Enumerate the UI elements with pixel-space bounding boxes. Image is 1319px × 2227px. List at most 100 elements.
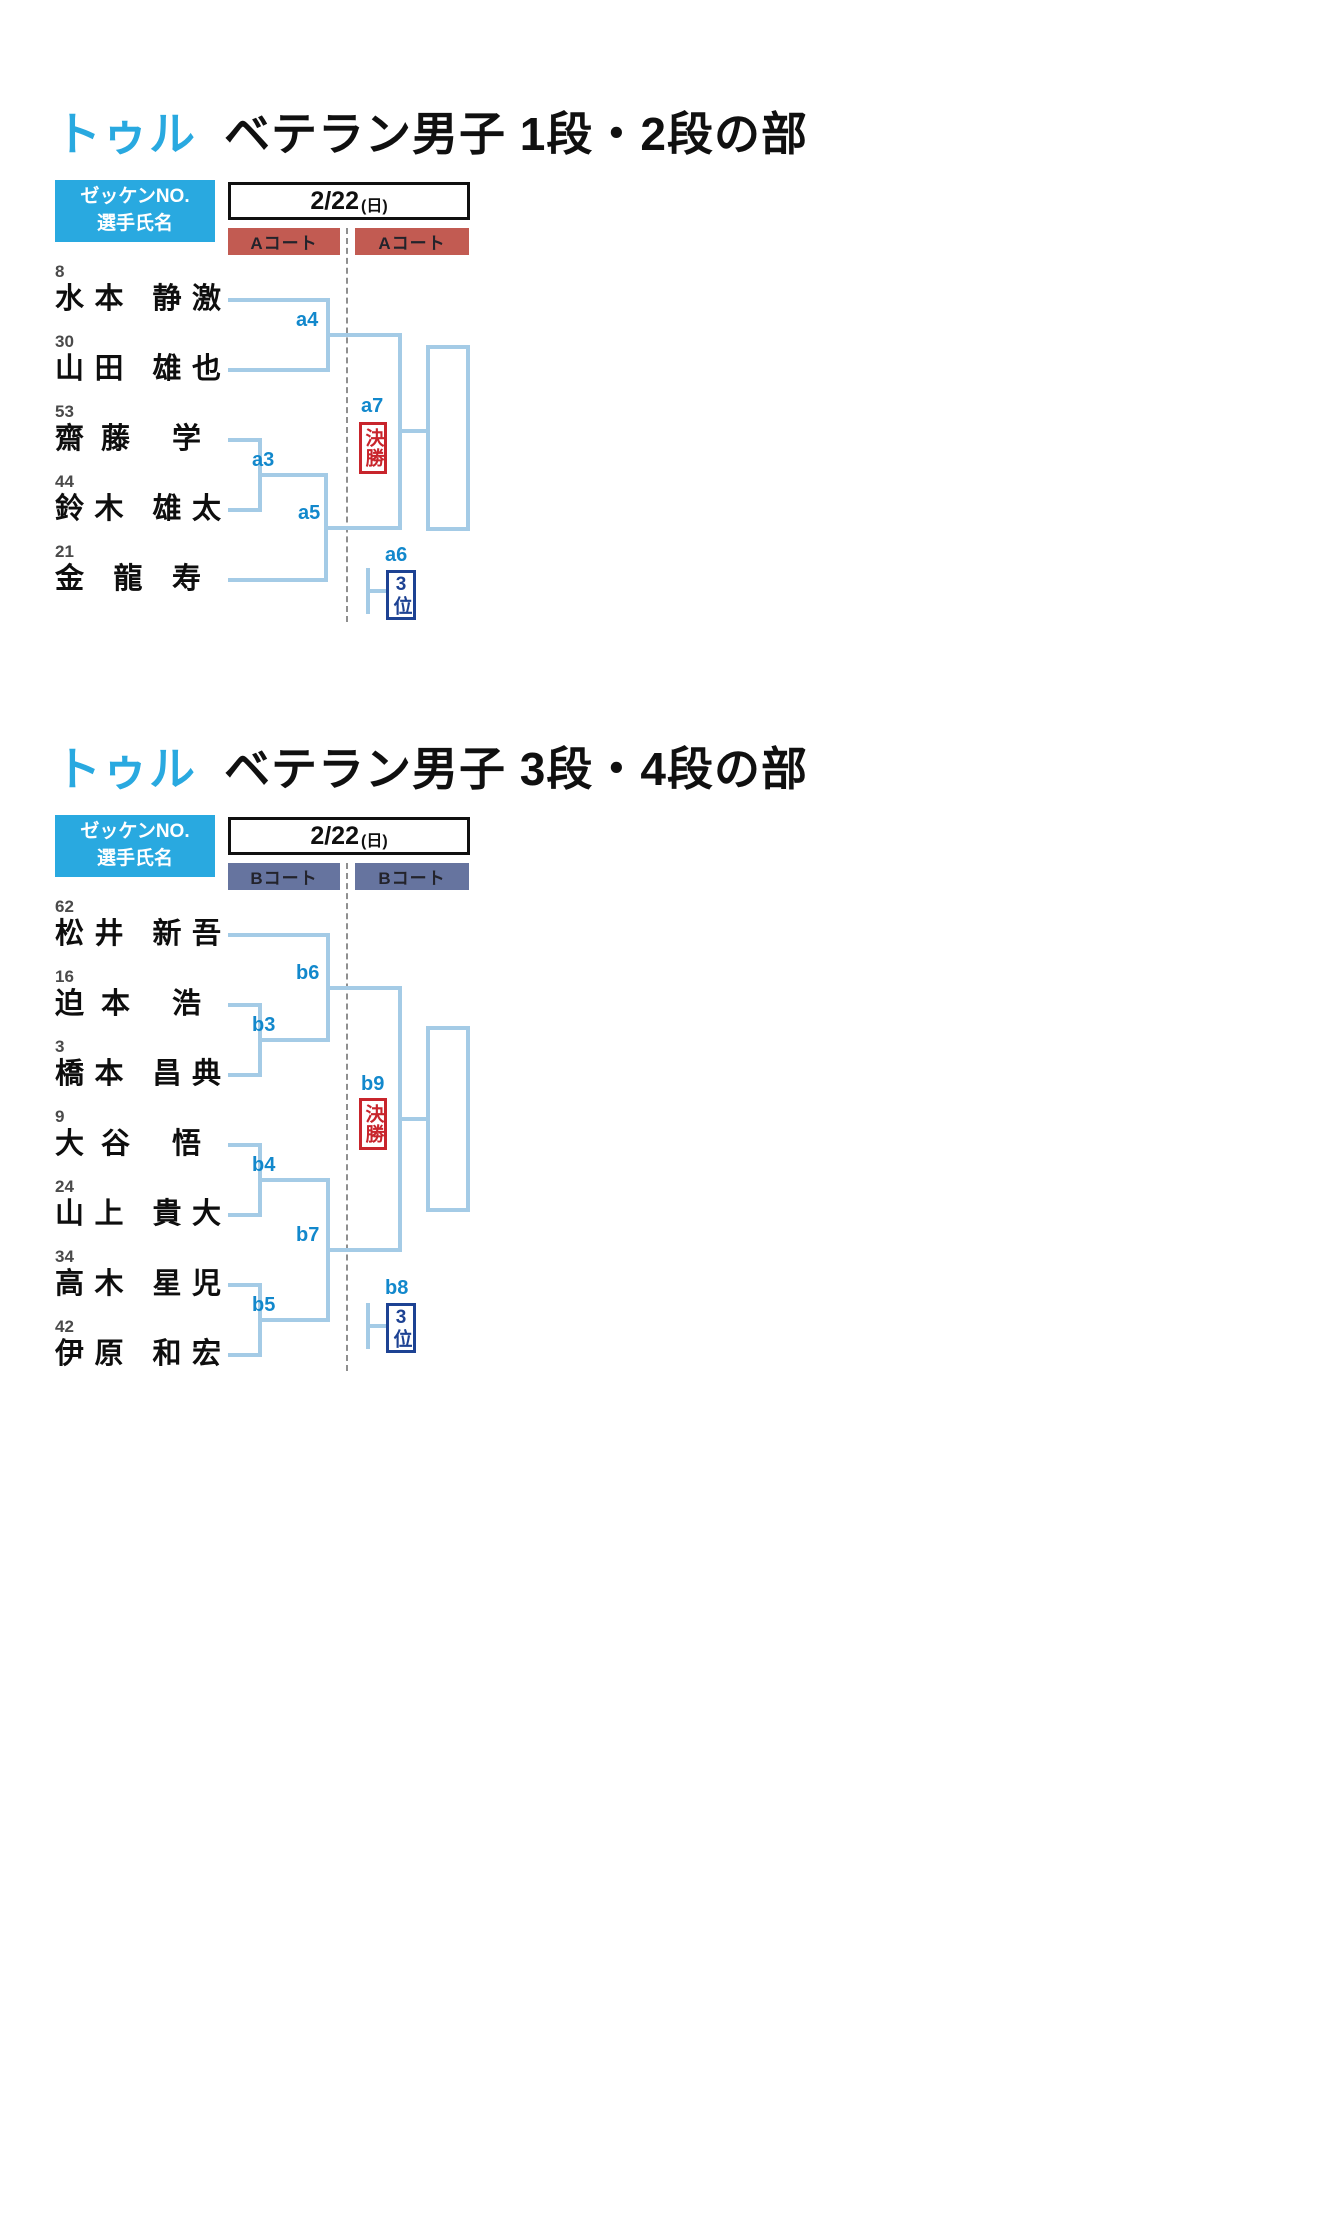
champion-box — [426, 1026, 470, 1212]
final-label: 決勝 — [362, 1104, 384, 1144]
bracket-line — [228, 298, 330, 302]
third-place-box: 3位 — [386, 1303, 416, 1353]
third-place-label: 3位 — [390, 574, 412, 616]
match-label: a5 — [298, 502, 321, 524]
bracket-line — [330, 986, 402, 990]
player-name: 迫本 浩 — [55, 988, 201, 1020]
final-label: 決勝 — [362, 428, 384, 468]
bracket-line — [328, 526, 402, 530]
match-label: b8 — [385, 1277, 409, 1299]
court-header-right: Bコート — [355, 863, 469, 890]
bracket-line — [228, 933, 330, 937]
event-name: トゥル — [55, 743, 196, 795]
bracket-line — [228, 1353, 262, 1357]
champion-box — [426, 345, 470, 531]
third-place-box: 3位 — [386, 570, 416, 620]
match-label: b5 — [252, 1294, 276, 1316]
legend-box: ゼッケンNO. 選手氏名 — [55, 815, 215, 877]
player-number: 30 — [55, 332, 74, 351]
bracket-line — [402, 429, 426, 433]
bracket-line — [228, 368, 330, 372]
player-number: 9 — [55, 1107, 65, 1126]
section-title: トゥルベテラン男子 1段・2段の部 — [55, 98, 808, 164]
player-number: 34 — [55, 1247, 74, 1266]
bracket-line — [366, 1303, 370, 1349]
bracket-line — [398, 333, 402, 530]
date-value: 2/22 — [310, 186, 359, 215]
player-number: 3 — [55, 1037, 65, 1056]
bracket-line — [228, 1143, 262, 1147]
bracket-line — [228, 508, 262, 512]
bracket-line — [330, 1248, 402, 1252]
player-number: 62 — [55, 897, 74, 916]
bracket-line — [258, 1283, 262, 1357]
bracket-line — [228, 1003, 262, 1007]
court-header-right: Aコート — [355, 228, 469, 255]
player-name: 金 龍 寿 — [55, 563, 201, 595]
bracket-line — [370, 589, 386, 593]
match-label: b4 — [252, 1154, 276, 1176]
bracket-line — [366, 568, 370, 614]
player-number: 16 — [55, 967, 74, 986]
player-number: 44 — [55, 472, 74, 491]
player-number: 8 — [55, 262, 65, 281]
bracket-line — [228, 1283, 262, 1287]
bracket-line — [258, 438, 262, 512]
date-box: 2/22 (日) — [228, 182, 470, 220]
division-title: ベテラン男子 3段・4段の部 — [224, 743, 808, 795]
event-name: トゥル — [55, 108, 196, 160]
court-divider-dashed-line — [346, 863, 348, 1371]
legend-line1: ゼッケンNO. — [80, 821, 190, 843]
date-box: 2/22 (日) — [228, 817, 470, 855]
player-name: 高木 星児 — [55, 1268, 221, 1300]
bracket-line — [228, 1073, 262, 1077]
legend-box: ゼッケンNO. 選手氏名 — [55, 180, 215, 242]
match-label: a4 — [296, 309, 319, 331]
player-name: 水本 静激 — [55, 283, 221, 315]
date-value: 2/22 — [310, 821, 359, 850]
player-name: 伊原 和宏 — [55, 1338, 221, 1370]
bracket-line — [370, 1324, 386, 1328]
match-label: b9 — [361, 1073, 385, 1095]
final-match-box: 決勝 — [359, 422, 387, 474]
match-label: a3 — [252, 449, 275, 471]
player-number: 53 — [55, 402, 74, 421]
match-label: a6 — [385, 544, 408, 566]
court-header-left: Aコート — [228, 228, 340, 255]
court-header-left: Bコート — [228, 863, 340, 890]
bracket-line — [326, 933, 330, 1042]
legend-line1: ゼッケンNO. — [80, 186, 190, 208]
bracket-line — [258, 1003, 262, 1077]
third-place-label: 3位 — [390, 1307, 412, 1349]
bracket-line — [228, 578, 328, 582]
legend-line2: 選手氏名 — [96, 213, 173, 234]
date-weekday: (日) — [361, 832, 388, 850]
bracket-line — [228, 1213, 262, 1217]
division-title: ベテラン男子 1段・2段の部 — [224, 108, 808, 160]
final-match-box: 決勝 — [359, 1098, 387, 1150]
match-label: b7 — [296, 1224, 320, 1246]
match-label: a7 — [361, 395, 384, 417]
player-number: 42 — [55, 1317, 74, 1336]
player-name: 鈴木 雄太 — [55, 493, 221, 525]
player-name: 橋本 昌典 — [55, 1058, 221, 1090]
bracket-line — [258, 1143, 262, 1217]
player-name: 山上 貴大 — [55, 1198, 221, 1230]
player-number: 21 — [55, 542, 74, 561]
date-weekday: (日) — [361, 197, 388, 215]
bracket-line — [262, 1038, 330, 1042]
bracket-line — [262, 1318, 330, 1322]
player-name: 松井 新吾 — [55, 918, 221, 950]
bracket-line — [398, 986, 402, 1252]
match-label: b3 — [252, 1014, 276, 1036]
bracket-line — [228, 438, 262, 442]
court-divider-dashed-line — [346, 228, 348, 622]
legend-line2: 選手氏名 — [96, 848, 173, 869]
bracket-line — [262, 473, 328, 477]
bracket-line — [326, 1178, 330, 1322]
match-label: b6 — [296, 962, 320, 984]
bracket-line — [262, 1178, 330, 1182]
player-number: 24 — [55, 1177, 74, 1196]
player-name: 大谷 悟 — [55, 1128, 201, 1160]
